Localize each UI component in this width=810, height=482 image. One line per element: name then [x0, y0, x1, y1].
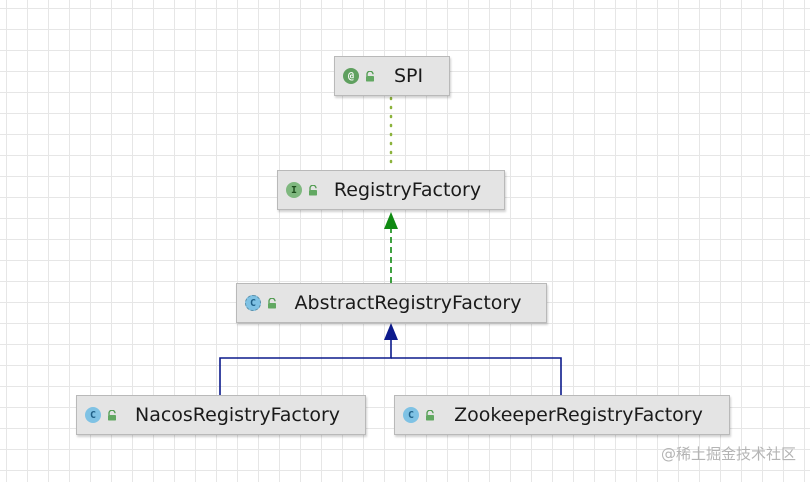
class-icon: C — [85, 407, 101, 423]
node-label: AbstractRegistryFactory — [294, 292, 522, 314]
public-lock-icon — [425, 409, 436, 421]
node-nacos-registry-factory[interactable]: C NacosRegistryFactory — [76, 395, 366, 435]
node-spi[interactable]: @ SPI — [334, 56, 450, 96]
node-zookeeper-registry-factory[interactable]: C ZookeeperRegistryFactory — [394, 395, 730, 435]
public-lock-icon — [365, 70, 376, 82]
node-label: NacosRegistryFactory — [134, 404, 340, 426]
public-lock-icon — [107, 409, 118, 421]
inheritance-edge-zookeeper — [391, 357, 562, 395]
annotation-icon: @ — [343, 68, 359, 84]
node-label: ZookeeperRegistryFactory — [454, 404, 703, 426]
inheritance-edge-nacos — [219, 338, 392, 395]
node-label: SPI — [393, 65, 424, 87]
watermark: @稀土掘金技术社区 — [660, 445, 796, 463]
public-lock-icon — [308, 184, 319, 196]
class-icon: C — [403, 407, 419, 423]
interface-icon: I — [286, 182, 302, 198]
inheritance-arrowhead — [384, 323, 398, 340]
node-registry-factory[interactable]: I RegistryFactory — [277, 170, 505, 210]
public-lock-icon — [267, 297, 278, 309]
node-abstract-registry-factory[interactable]: C AbstractRegistryFactory — [236, 283, 547, 323]
abstract-class-icon: C — [245, 295, 261, 311]
node-label: RegistryFactory — [333, 179, 482, 201]
realization-arrowhead — [384, 212, 398, 229]
